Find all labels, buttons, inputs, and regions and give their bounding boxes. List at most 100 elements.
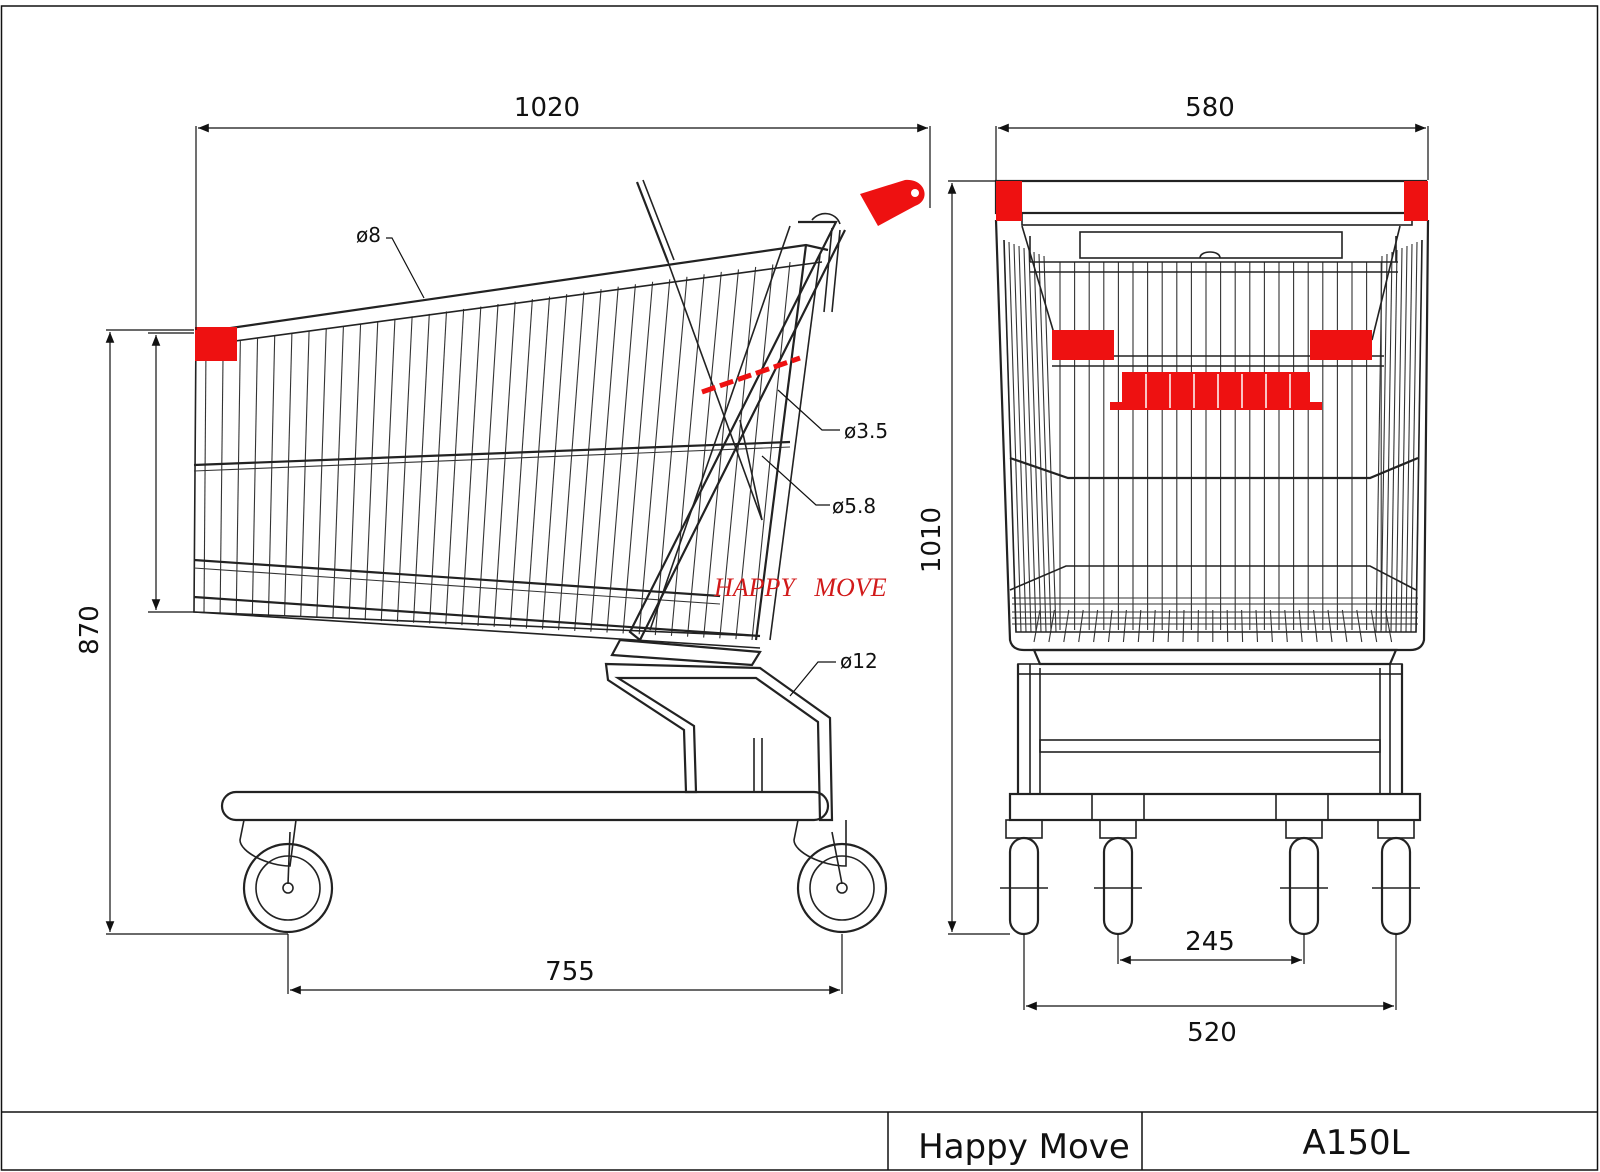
side-chassis bbox=[220, 638, 888, 934]
dim-length-label: 1020 bbox=[514, 93, 580, 123]
mesh-bar bbox=[412, 313, 430, 623]
mesh-bar bbox=[670, 274, 705, 636]
side-dimensions: 1020 870 755 ø8 ø3.5 ø5.8 ø12 HAPPY MOVE bbox=[75, 93, 931, 995]
mesh-bar bbox=[284, 333, 293, 617]
mesh-bar bbox=[203, 345, 207, 613]
handle-cap-red bbox=[860, 179, 925, 226]
mesh-bar bbox=[445, 308, 465, 625]
dim-height-label: 870 bbox=[75, 605, 105, 655]
mesh-bar bbox=[1013, 243, 1027, 633]
title-block-company: Happy Move bbox=[918, 1127, 1130, 1167]
mesh-bar bbox=[1405, 243, 1413, 633]
mesh-bar bbox=[1390, 249, 1398, 633]
mesh-bar bbox=[1269, 609, 1273, 643]
mesh-bar bbox=[1018, 245, 1032, 633]
mesh-bar bbox=[686, 271, 722, 637]
mesh-bar bbox=[1093, 609, 1099, 643]
mesh-bar bbox=[590, 286, 619, 632]
mesh-bar bbox=[1008, 241, 1022, 633]
mesh-bar bbox=[251, 338, 259, 615]
mesh-bar bbox=[1385, 251, 1393, 633]
mesh-bar bbox=[1313, 609, 1318, 643]
sheet-border bbox=[0, 5, 1599, 1171]
front-dimensions: 580 1010 245 520 bbox=[917, 93, 1429, 1048]
mesh-bar bbox=[1341, 609, 1348, 643]
dim-outer-wheels-label: 520 bbox=[1187, 1018, 1237, 1048]
dim-width-label: 580 bbox=[1185, 93, 1235, 123]
mesh-bar bbox=[1167, 609, 1171, 643]
front-handle-left-red bbox=[1052, 330, 1114, 360]
mesh-bar bbox=[735, 264, 774, 640]
mesh-bar bbox=[1033, 609, 1041, 643]
mesh-bar bbox=[1038, 253, 1052, 633]
front-handle-right-red bbox=[1310, 330, 1372, 360]
mesh-bar bbox=[1063, 609, 1070, 643]
mesh-bar bbox=[1137, 609, 1142, 643]
mesh-bar bbox=[541, 294, 568, 630]
mesh-bar bbox=[1284, 609, 1288, 643]
title-block-model: A150L bbox=[1302, 1123, 1409, 1163]
mesh-bar bbox=[267, 336, 276, 616]
mesh-bar bbox=[1023, 247, 1037, 633]
mesh-bar bbox=[525, 296, 551, 629]
mesh-bar bbox=[235, 341, 241, 614]
side-view: 1020 870 755 ø8 ø3.5 ø5.8 ø12 HAPPY MOVE bbox=[75, 93, 931, 995]
mesh-bar bbox=[1152, 609, 1156, 643]
mesh-bar bbox=[380, 318, 396, 622]
mesh-bar bbox=[1255, 609, 1259, 643]
mesh-bar bbox=[396, 316, 413, 622]
mesh-bar bbox=[574, 289, 602, 631]
dia-mesh-label: ø3.5 bbox=[844, 419, 888, 443]
mesh-bar bbox=[1327, 609, 1333, 643]
front-corner-cap-red bbox=[195, 327, 237, 361]
mesh-bar bbox=[348, 323, 362, 620]
mesh-bar bbox=[1182, 609, 1185, 643]
mesh-bar bbox=[1197, 609, 1199, 643]
mesh-bar bbox=[300, 331, 310, 617]
mesh-bar bbox=[622, 281, 654, 634]
mesh-bar bbox=[1385, 609, 1393, 643]
mesh-bar bbox=[638, 279, 671, 635]
dia-top-rail-label: ø8 bbox=[356, 223, 381, 247]
side-handle-frame bbox=[195, 179, 925, 642]
mesh-bar bbox=[1380, 253, 1388, 633]
dia-frame-label: ø5.8 bbox=[832, 494, 876, 518]
mesh-bar bbox=[1033, 251, 1047, 633]
mesh-bar bbox=[1048, 609, 1055, 643]
mesh-bar bbox=[1078, 609, 1084, 643]
mesh-bar bbox=[1107, 609, 1113, 643]
mesh-bar bbox=[1370, 609, 1378, 643]
dim-inner-wheels-label: 245 bbox=[1185, 927, 1235, 957]
front-wheel-2 bbox=[1094, 819, 1142, 936]
mesh-bar bbox=[509, 299, 533, 628]
mesh-bar bbox=[477, 303, 499, 627]
front-chassis bbox=[1000, 648, 1422, 936]
watermark-brand: HAPPY MOVE bbox=[713, 573, 887, 602]
mesh-bar bbox=[1410, 241, 1418, 633]
front-wheel-4 bbox=[1372, 819, 1420, 936]
mesh-bar bbox=[1395, 247, 1403, 633]
front-cap-right-red bbox=[1404, 181, 1428, 221]
mesh-bar bbox=[316, 328, 327, 618]
child-seat-red bbox=[1110, 372, 1322, 410]
mesh-bar bbox=[1122, 609, 1127, 643]
mesh-bar bbox=[1400, 245, 1408, 633]
mesh-bar bbox=[558, 291, 585, 631]
dia-chassis-label: ø12 bbox=[840, 649, 878, 673]
dim-front-height-label: 1010 bbox=[917, 507, 947, 573]
front-view: 580 1010 245 520 bbox=[917, 93, 1430, 1048]
dim-wheelbase-label: 755 bbox=[545, 957, 595, 987]
mesh-bar bbox=[606, 284, 636, 633]
mesh-bar bbox=[1226, 609, 1229, 643]
mesh-bar bbox=[461, 306, 482, 626]
mesh-bar bbox=[493, 301, 516, 627]
mesh-bar bbox=[654, 276, 688, 636]
mesh-bar bbox=[429, 311, 448, 624]
front-basket-outline bbox=[994, 179, 1430, 652]
mesh-bar bbox=[1028, 249, 1042, 633]
front-cap-left-red bbox=[996, 181, 1022, 221]
title-block: Happy Move A150L bbox=[1, 1111, 1598, 1170]
mesh-bar bbox=[1241, 609, 1244, 643]
mesh-bar bbox=[219, 343, 224, 613]
